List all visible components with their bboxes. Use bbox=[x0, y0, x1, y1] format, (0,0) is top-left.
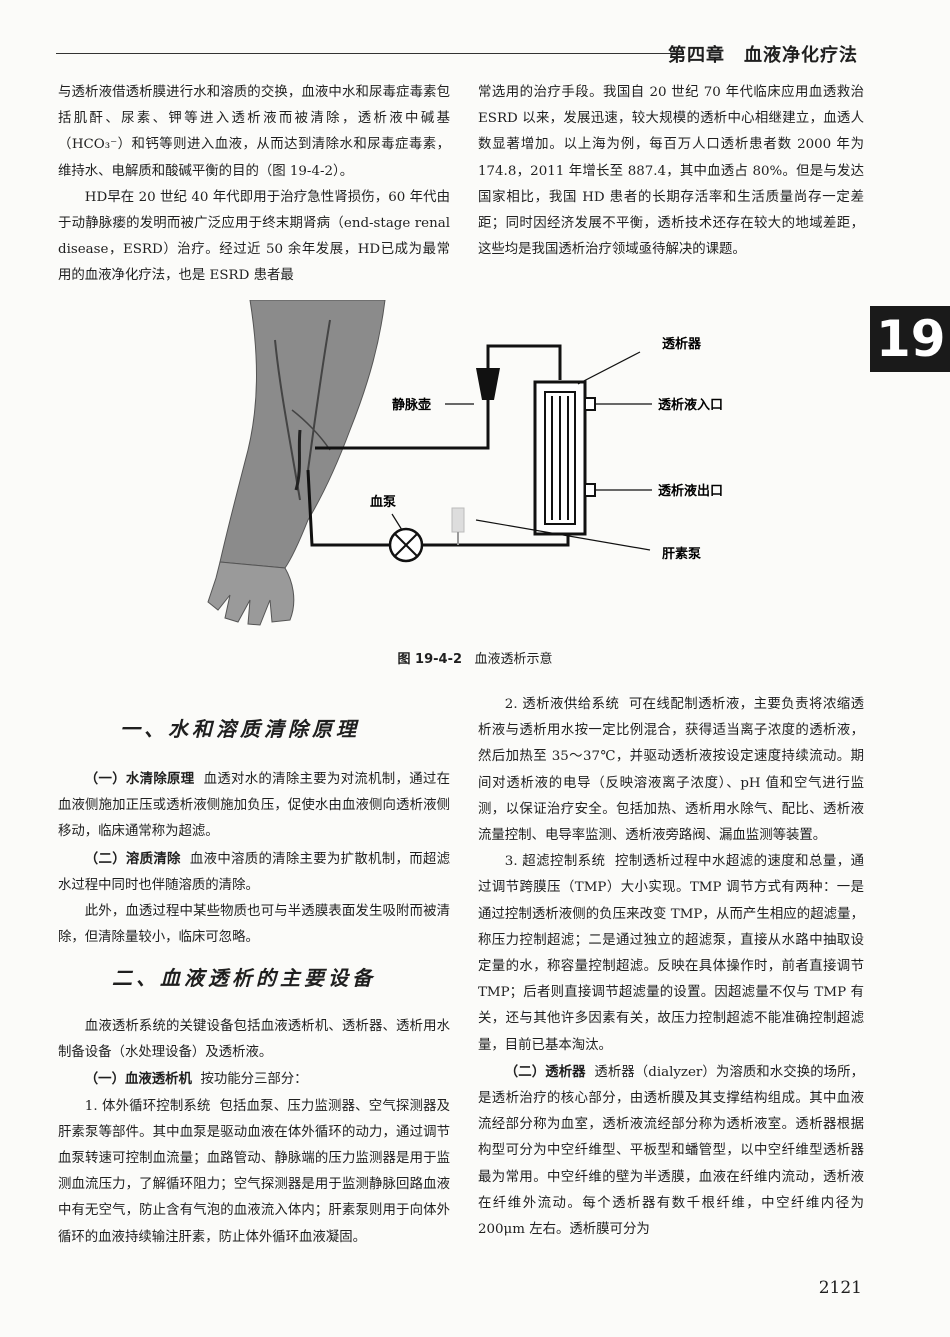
paragraph: 与透析液借透析膜进行水和溶质的交换，血液中水和尿毒症毒素包括肌酐、尿素、钾等进入… bbox=[58, 85, 450, 179]
figure-caption: 图 19-4-2 血液透析示意 bbox=[0, 648, 950, 667]
paragraph: 2. 透析液供给系统 可在线配制透析液，主要负责将浓缩透析液与透析用水按一定比例… bbox=[478, 692, 864, 849]
paragraph: 血液透析系统的关键设备包括血液透析机、透析器、透析用水制备设备（水处理设备）及透… bbox=[58, 1019, 450, 1061]
paragraph-text: 血透对水的清除主要为对流机制，通过在血液侧施加正压或透析液侧施加负压，促使水由血… bbox=[58, 772, 451, 840]
subheading: 3. 超滤控制系统 bbox=[504, 854, 606, 870]
top-left-column: 与透析液借透析膜进行水和溶质的交换，血液中水和尿毒症毒素包括肌酐、尿素、钾等进入… bbox=[58, 80, 450, 290]
figure-number: 图 19-4-2 bbox=[397, 652, 463, 667]
paragraph: 此外，血透过程中某些物质也可与半透膜表面发生吸附而被清除，但清除量较小，临床可忽… bbox=[58, 904, 450, 946]
figure-caption-text: 血液透析示意 bbox=[474, 652, 553, 667]
left-body-1: （一）水清除原理 血透对水的清除主要为对流机制，通过在血液侧施加正压或透析液侧施… bbox=[58, 766, 450, 951]
label-leaders bbox=[391, 351, 652, 551]
paragraph-text: 可在线配制透析液，主要负责将浓缩透析液与透析用水按一定比例混合，获得适当离子浓度… bbox=[478, 697, 865, 844]
paragraph: 3. 超滤控制系统 控制透析过程中水超滤的速度和总量，通过调节跨膜压（TMP）大… bbox=[478, 849, 864, 1059]
venous-chamber bbox=[476, 368, 500, 400]
paragraph-text: 控制透析过程中水超滤的速度和总量，通过调节跨膜压（TMP）大小实现。TMP 调节… bbox=[478, 854, 865, 1053]
label-dialysate-out: 透析液出口 bbox=[658, 483, 723, 499]
paragraph-text: 包括血泵、压力监测器、空气探测器及肝素泵等部件。其中血泵是驱动血液在体外循环的动… bbox=[58, 1098, 450, 1245]
subheading: （二）透析器 bbox=[504, 1063, 586, 1080]
subheading: 2. 透析液供给系统 bbox=[504, 697, 620, 712]
paragraph: 常选用的治疗手段。我国自 20 世纪 70 年代临床应用血透救治 ESRD 以来… bbox=[478, 85, 864, 258]
paragraph-text: 按功能分三部分： bbox=[200, 1072, 308, 1088]
header-rule bbox=[56, 53, 676, 54]
paragraph: （二）溶质清除 血液中溶质的清除主要为扩散机制，而超滤水过程中同时也伴随溶质的清… bbox=[58, 846, 450, 899]
top-right-column: 常选用的治疗手段。我国自 20 世纪 70 年代临床应用血透救治 ESRD 以来… bbox=[478, 80, 864, 263]
page-number: 2121 bbox=[818, 1278, 862, 1298]
chapter-tab: 19 bbox=[870, 306, 950, 372]
chapter-header: 第四章 血液净化疗法 bbox=[668, 45, 858, 66]
subheading: （一）水清除原理 bbox=[84, 771, 195, 787]
label-dialyzer: 透析器 bbox=[662, 336, 702, 352]
section-heading-1: 一、水和溶质清除原理 bbox=[120, 717, 360, 741]
label-blood-pump: 血泵 bbox=[370, 494, 396, 510]
right-body: 2. 透析液供给系统 可在线配制透析液，主要负责将浓缩透析液与透析用水按一定比例… bbox=[478, 692, 864, 1243]
subheading: 1. 体外循环控制系统 bbox=[84, 1098, 211, 1114]
label-venous-chamber: 静脉壶 bbox=[392, 397, 431, 413]
paragraph: 1. 体外循环控制系统 包括血泵、压力监测器、空气探测器及肝素泵等部件。其中血泵… bbox=[58, 1094, 450, 1251]
dialyzer bbox=[533, 380, 596, 536]
hemodialysis-figure: 透析器 静脉壶 透析液入口 透析液出口 血泵 肝素泵 bbox=[207, 300, 723, 626]
arm-illustration bbox=[207, 300, 386, 626]
subheading: （一）血液透析机 bbox=[84, 1071, 192, 1088]
paragraph-text: 透析器（dialyzer）为溶质和水交换的场所，是透析治疗的核心部分，由透析膜及… bbox=[478, 1064, 865, 1238]
blood-pump bbox=[388, 527, 424, 563]
paragraph: （一）水清除原理 血透对水的清除主要为对流机制，通过在血液侧施加正压或透析液侧施… bbox=[58, 766, 450, 846]
paragraph: （二）透析器 透析器（dialyzer）为溶质和水交换的场所，是透析治疗的核心部… bbox=[478, 1059, 864, 1243]
paragraph: （一）血液透析机 按功能分三部分： bbox=[58, 1066, 450, 1093]
left-body-2: 血液透析系统的关键设备包括血液透析机、透析器、透析用水制备设备（水处理设备）及透… bbox=[58, 1014, 450, 1251]
paragraph-text: 血液中溶质的清除主要为扩散机制，而超滤水过程中同时也伴随溶质的清除。 bbox=[58, 851, 451, 893]
section-heading-2: 二、血液透析的主要设备 bbox=[112, 966, 376, 990]
heparin-pump bbox=[451, 507, 465, 533]
subheading: （二）溶质清除 bbox=[84, 850, 181, 867]
label-dialysate-in: 透析液入口 bbox=[658, 397, 723, 413]
paragraph: HD早在 20 世纪 40 年代即用于治疗急性肾损伤，60 年代由于动静脉瘘的发… bbox=[58, 189, 450, 284]
label-heparin-pump: 肝素泵 bbox=[662, 546, 701, 562]
